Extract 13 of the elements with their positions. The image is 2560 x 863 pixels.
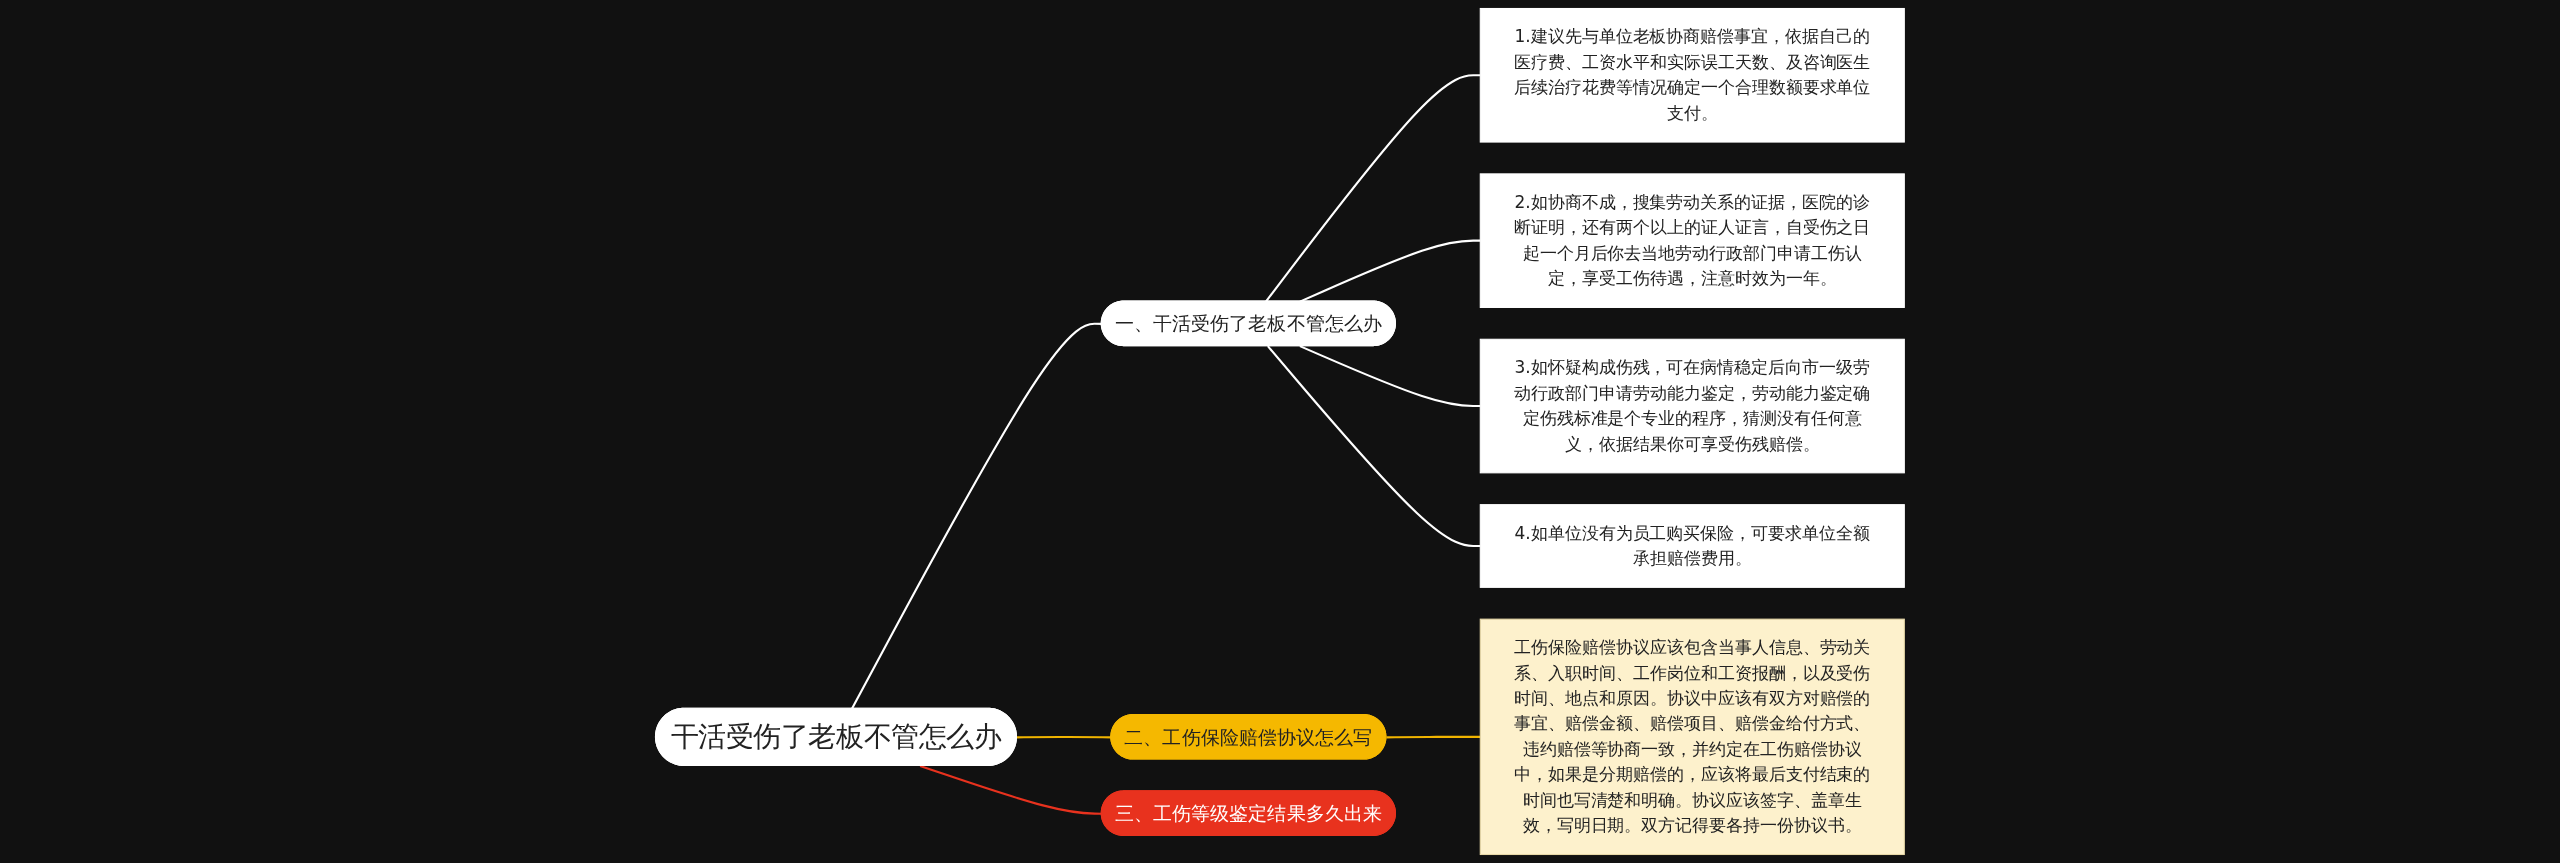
node-box: 1.建议先与单位老板协商赔偿事宜，依据自己的医疗费、工资水平和实际误工天数、及咨询医生后续治疗花费等情况确定一个合理数额要求单位支付。 (1479, 7, 1905, 143)
connector (919, 764, 1102, 815)
connector (1386, 735, 1481, 739)
node-box: 3.如怀疑构成伤残，可在病情稳定后向市一级劳动行政部门申请劳动能力鉴定，劳动能力鉴定确定伤残标准是个专业的程序，猜测没有任何意义，依据结果你可享受伤残赔偿。 (1479, 338, 1905, 474)
connector (851, 322, 1102, 710)
node-box: 工伤保险赔偿协议应该包含当事人信息、劳动关系、入职时间、工作岗位和工资报酬，以及受伤时间、地点和原因。协议中应该有双方对赔偿的事宜、赔偿金额、赔偿项目、赔偿金给付方式、违约赔偿等协商一致，并约定在工伤赔偿协议中，如果是分期赔偿的，应该将最后支付结束的时间也写清楚和明确。协议应该签字、盖章生效，写明日期。双方记得要各持一份协议书。 (1479, 618, 1905, 856)
node-box: 4.如单位没有为员工购买保险，可要求单位全额承担赔偿费用。 (1479, 504, 1905, 588)
connector (1265, 74, 1481, 303)
connector (1017, 735, 1112, 739)
connector (1299, 345, 1481, 408)
connector (1299, 239, 1481, 303)
node-box: 2.如协商不成，搜集劳动关系的证据，医院的诊断证明，还有两个以上的证人证言，自受伤之日起一个月后你去当地劳动行政部门申请工伤认定，享受工伤待遇，注意时效为一年。 (1479, 173, 1905, 308)
connector (1267, 345, 1481, 548)
